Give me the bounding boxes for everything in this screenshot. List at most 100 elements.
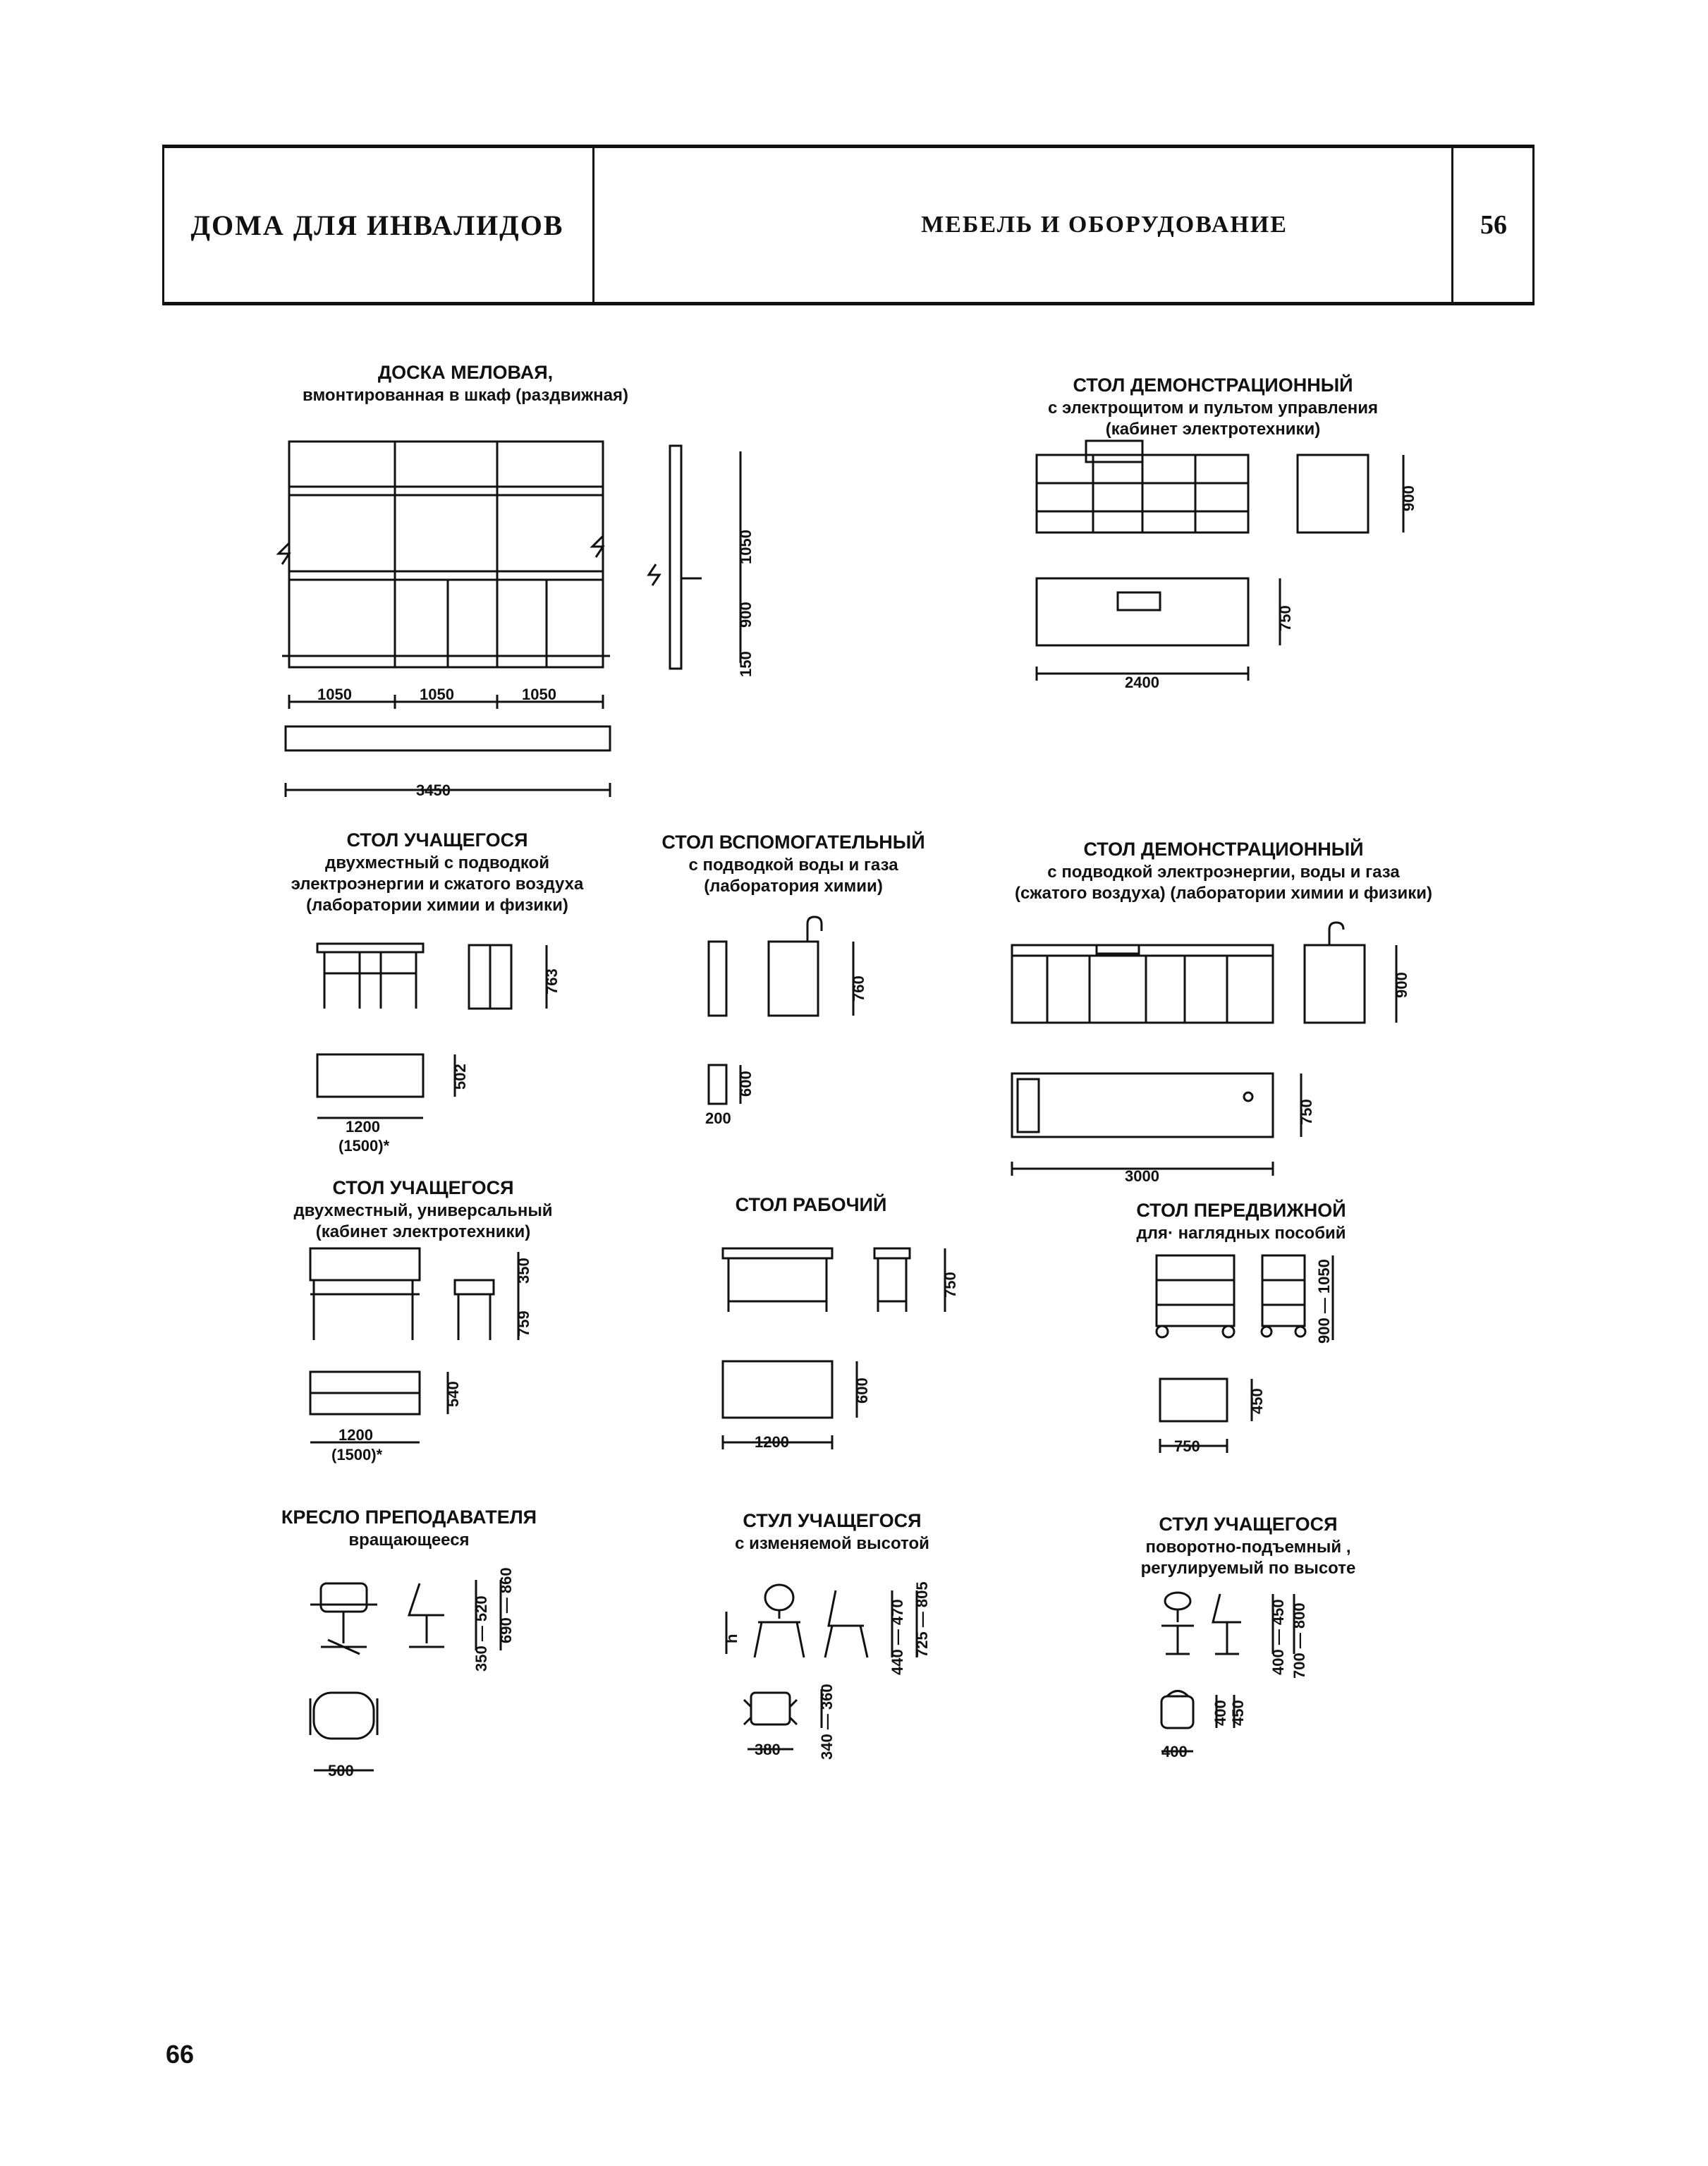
student-chair-height-dim-h: h [723, 1634, 740, 1643]
chalkboard-dim-h-lower: 900 [737, 602, 755, 628]
teacher-chair-title: КРЕСЛО ПРЕПОДАВАТЕЛЯ [281, 1507, 537, 1528]
chalkboard-dim-h-upper: 1050 [737, 530, 755, 564]
student-table-lab-dim-width: 1200 [346, 1118, 380, 1136]
demo-table-lab-drawing: 900 750 3000 [1011, 921, 1410, 1185]
aux-table-dim-width: 200 [705, 1109, 731, 1127]
aux-table-dim-height: 760 [850, 975, 867, 1002]
demo-table-panel-dim-depth: 750 [1276, 605, 1294, 631]
teacher-chair-dim-arm: 690 — 860 [497, 1567, 515, 1643]
work-table-drawing: 750 600 1200 [721, 1247, 959, 1451]
student-chair-height-subtitle: с изменяемой высотой [735, 1533, 929, 1553]
header-divider [592, 148, 594, 302]
student-table-lab-dim-width-alt: (1500)* [338, 1137, 390, 1155]
work-table-dim-depth: 600 [853, 1377, 871, 1404]
student-chair-height-dim-depth: 340 — 360 [818, 1684, 836, 1760]
demo-table-lab-subtitle-2: (сжатого воздуха) (лаборатории химии и ф… [1015, 883, 1432, 903]
student-chair-swivel-dim-depth-1: 400 [1212, 1700, 1229, 1726]
student-table-universal-drawing: 350 759 540 1200 (1500)* [309, 1247, 532, 1464]
student-table-universal-subtitle-1: двухместный, универсальный [293, 1200, 553, 1220]
student-table-lab-dim-height: 763 [543, 968, 561, 994]
work-table-dim-width: 1200 [755, 1433, 789, 1451]
student-table-universal-caption: СТОЛ УЧАЩЕГОСЯ двухместный, универсальны… [268, 1176, 578, 1243]
demo-table-panel-dim-width: 2400 [1125, 674, 1159, 691]
mobile-table-drawing: 900 — 1050 450 750 [1155, 1254, 1334, 1455]
work-table-caption: СТОЛ РАБОЧИЙ [705, 1193, 917, 1217]
chalkboard-dim-w2: 1050 [420, 686, 454, 703]
student-chair-height-drawing: h 440 — 470 725 — 805 340 — 360 380 [723, 1581, 931, 1760]
student-table-universal-title: СТОЛ УЧАЩЕГОСЯ [332, 1177, 514, 1198]
teacher-chair-subtitle: вращающееся [348, 1530, 470, 1550]
aux-table-subtitle-2: (лаборатория химии) [704, 876, 883, 896]
student-chair-swivel-caption: СТУЛ УЧАЩЕГОСЯ поворотно-подъемный , рег… [1114, 1513, 1382, 1579]
demo-table-panel-subtitle-2: (кабинет электротехники) [1105, 419, 1321, 439]
demo-table-lab-caption: СТОЛ ДЕМОНСТРАЦИОННЫЙ с подводкой электр… [984, 838, 1463, 904]
demo-table-panel-subtitle-1: с электрощитом и пультом управления [1047, 398, 1379, 418]
student-chair-height-title: СТУЛ УЧАЩЕГОСЯ [743, 1510, 922, 1531]
demo-table-panel-title: СТОЛ ДЕМОНСТРАЦИОННЫЙ [1073, 375, 1353, 396]
aux-table-title: СТОЛ ВСПОМОГАТЕЛЬНЫЙ [661, 832, 925, 853]
mobile-table-dim-depth: 450 [1248, 1388, 1266, 1414]
work-table-title: СТОЛ РАБОЧИЙ [735, 1194, 887, 1215]
aux-table-dim-depth: 600 [737, 1071, 755, 1097]
header-divider-left [162, 148, 164, 302]
page-number: 66 [166, 2040, 195, 2069]
header-center-title: МЕБЕЛЬ И ОБОРУДОВАНИЕ [921, 212, 1288, 238]
student-table-lab-caption: СТОЛ УЧАЩЕГОСЯ двухместный с подводкой э… [254, 829, 621, 916]
student-table-lab-subtitle-2: электроэнергии и сжатого воздуха [291, 874, 584, 894]
demo-table-panel-drawing: 900 750 2400 [1035, 439, 1417, 691]
chalkboard-subtitle: вмонтированная в шкаф (раздвижная) [303, 385, 628, 405]
student-table-lab-subtitle-1: двухместный с подводкой [325, 853, 549, 872]
teacher-chair-caption: КРЕСЛО ПРЕПОДАВАТЕЛЯ вращающееся [268, 1506, 550, 1551]
page-header: ДОМА ДЛЯ ИНВАЛИДОВ МЕБЕЛЬ И ОБОРУДОВАНИЕ… [162, 145, 1535, 305]
student-table-lab-dim-depth: 502 [451, 1064, 469, 1090]
student-table-universal-dim-shelf: 350 [515, 1258, 532, 1284]
header-left-title: ДОМА ДЛЯ ИНВАЛИДОВ [190, 209, 564, 241]
student-chair-swivel-dim-width: 400 [1161, 1743, 1188, 1760]
demo-table-panel-caption: СТОЛ ДЕМОНСТРАЦИОННЫЙ с электрощитом и п… [1001, 374, 1425, 440]
student-chair-height-dim-seat: 440 — 470 [889, 1599, 906, 1675]
chalkboard-dim-w1: 1050 [317, 686, 352, 703]
student-chair-swivel-title: СТУЛ УЧАЩЕГОСЯ [1159, 1514, 1338, 1535]
student-table-universal-dim-depth: 540 [444, 1381, 462, 1407]
chalkboard-caption: ДОСКА МЕЛОВАЯ, вмонтированная в шкаф (ра… [282, 361, 649, 406]
student-table-universal-dim-height: 759 [515, 1310, 532, 1337]
mobile-table-subtitle: для· наглядных пособий [1136, 1223, 1346, 1243]
student-chair-swivel-dim-depth-2: 450 [1229, 1700, 1247, 1726]
student-table-lab-drawing: 763 502 1200 (1500)* [316, 942, 561, 1155]
student-table-universal-dim-width: 1200 [338, 1426, 373, 1444]
chalkboard-dim-h-base: 150 [737, 651, 755, 677]
student-chair-swivel-dim-back: 700 — 800 [1291, 1602, 1308, 1679]
chalkboard-drawing: 1050 900 150 1050 1050 1050 3450 [276, 440, 755, 799]
student-chair-swivel-subtitle-2: регулируемый по высоте [1140, 1558, 1356, 1578]
student-table-lab-title: СТОЛ УЧАЩЕГОСЯ [346, 829, 528, 851]
header-divider [1451, 148, 1453, 302]
student-table-lab-subtitle-3: (лаборатории химии и физики) [306, 895, 568, 915]
student-chair-swivel-subtitle-1: поворотно-подъемный , [1145, 1537, 1351, 1557]
demo-table-lab-dim-width: 3000 [1125, 1167, 1159, 1185]
teacher-chair-dim-width: 500 [328, 1762, 354, 1779]
aux-table-drawing: 760 600 200 [705, 915, 867, 1127]
chalkboard-dim-w3: 1050 [522, 686, 556, 703]
demo-table-lab-subtitle-1: с подводкой электроэнергии, воды и газа [1047, 862, 1400, 882]
student-table-universal-dim-width-alt: (1500)* [331, 1446, 383, 1464]
mobile-table-title: СТОЛ ПЕРЕДВИЖНОЙ [1136, 1200, 1346, 1221]
header-divider-right [1532, 148, 1535, 302]
teacher-chair-drawing: 350 — 520 690 — 860 500 [309, 1567, 515, 1779]
student-chair-height-dim-width: 380 [755, 1741, 781, 1758]
mobile-table-dim-height: 900 — 1050 [1315, 1259, 1333, 1344]
student-chair-height-caption: СТУЛ УЧАЩЕГОСЯ с изменяемой высотой [705, 1509, 959, 1554]
demo-table-lab-dim-depth: 750 [1298, 1099, 1315, 1125]
aux-table-caption: СТОЛ ВСПОМОГАТЕЛЬНЫЙ с подводкой воды и … [645, 831, 941, 897]
teacher-chair-dim-seat: 350 — 520 [472, 1595, 490, 1672]
mobile-table-dim-width: 750 [1174, 1437, 1200, 1455]
header-sheet-number: 56 [1480, 210, 1507, 240]
demo-table-lab-dim-height: 900 [1393, 972, 1410, 998]
chalkboard-title: ДОСКА МЕЛОВАЯ, [377, 362, 554, 383]
demo-table-panel-dim-height: 900 [1400, 485, 1417, 511]
chalkboard-dim-total: 3450 [416, 781, 451, 799]
mobile-table-caption: СТОЛ ПЕРЕДВИЖНОЙ для· наглядных пособий [1079, 1199, 1403, 1244]
demo-table-lab-title: СТОЛ ДЕМОНСТРАЦИОННЫЙ [1083, 839, 1364, 860]
work-table-dim-height: 750 [941, 1272, 959, 1298]
student-chair-height-dim-back: 725 — 805 [913, 1581, 931, 1657]
student-chair-swivel-drawing: 400 — 450 700 — 800 400 450 400 [1160, 1591, 1308, 1760]
